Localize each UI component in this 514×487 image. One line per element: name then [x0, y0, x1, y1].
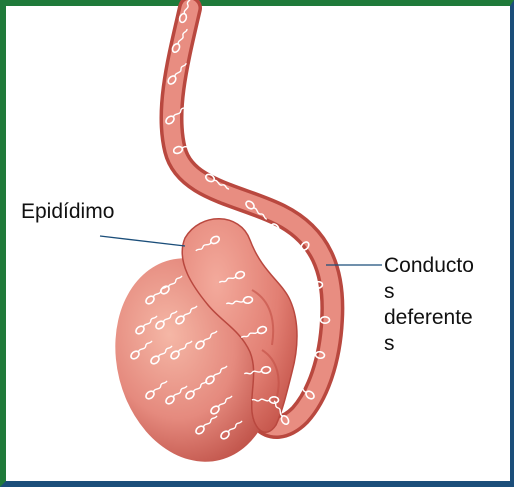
vas-deferens-label-line-1: Conducto — [384, 253, 502, 279]
epididymis-label: Epidídimo — [21, 199, 114, 225]
vas-deferens-label: Conducto s deferente s — [384, 253, 502, 357]
vas-deferens-label-line-4: s — [384, 331, 502, 357]
epididymis-leader-line — [100, 236, 185, 246]
vas-deferens-label-line-2: s — [384, 279, 502, 305]
vas-deferens-label-line-3: deferente — [384, 305, 502, 331]
